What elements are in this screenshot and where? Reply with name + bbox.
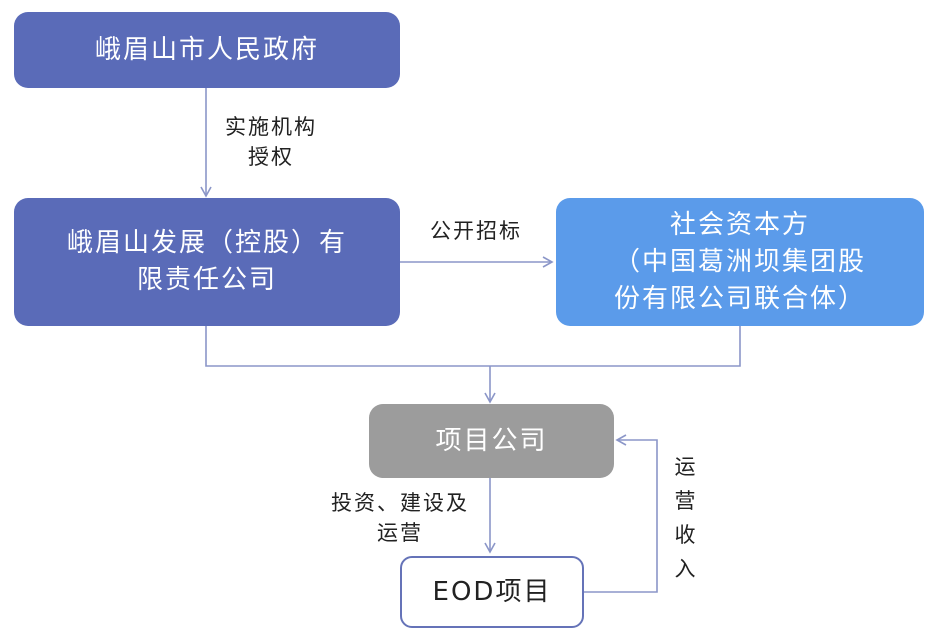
social-capital-line3: 份有限公司联合体） [613,283,866,314]
eod-project-box: EOD项目 [400,556,584,628]
revenue-char: 运 [674,455,696,479]
invest-label: 投资、建设及 运营 [312,488,488,548]
project-company-label: 项目公司 [435,425,548,456]
social-capital-box: 社会资本方 （中国葛洲坝集团股 份有限公司联合体） [556,198,924,326]
revenue-char: 入 [674,557,696,581]
tender-label: 公开招标 [430,219,522,243]
project-company-box: 项目公司 [369,404,614,478]
revenue-label: 运 营 收 入 [670,450,700,586]
auth-label-line2: 授权 [248,145,294,169]
invest-label-line1: 投资、建设及 [331,491,469,515]
dev-company-line1: 峨眉山发展（控股）有 [66,228,347,258]
gov-box: 峨眉山市人民政府 [14,12,400,88]
gov-label: 峨眉山市人民政府 [94,34,319,65]
dev-company-box: 峨眉山发展（控股）有 限责任公司 [14,198,400,326]
social-capital-line2: （中国葛洲坝集团股 [613,246,866,277]
eod-project-label: EOD项目 [432,576,552,607]
arrow-revenue-loop [584,434,658,593]
merge-line [205,326,741,367]
auth-label-line1: 实施机构 [225,115,317,139]
revenue-char: 营 [674,489,696,513]
auth-label: 实施机构 授权 [208,112,334,172]
dev-company-line2: 限责任公司 [136,265,277,295]
invest-label-line2: 运营 [377,521,423,545]
revenue-char: 收 [674,523,696,547]
social-capital-line1: 社会资本方 [669,209,810,240]
